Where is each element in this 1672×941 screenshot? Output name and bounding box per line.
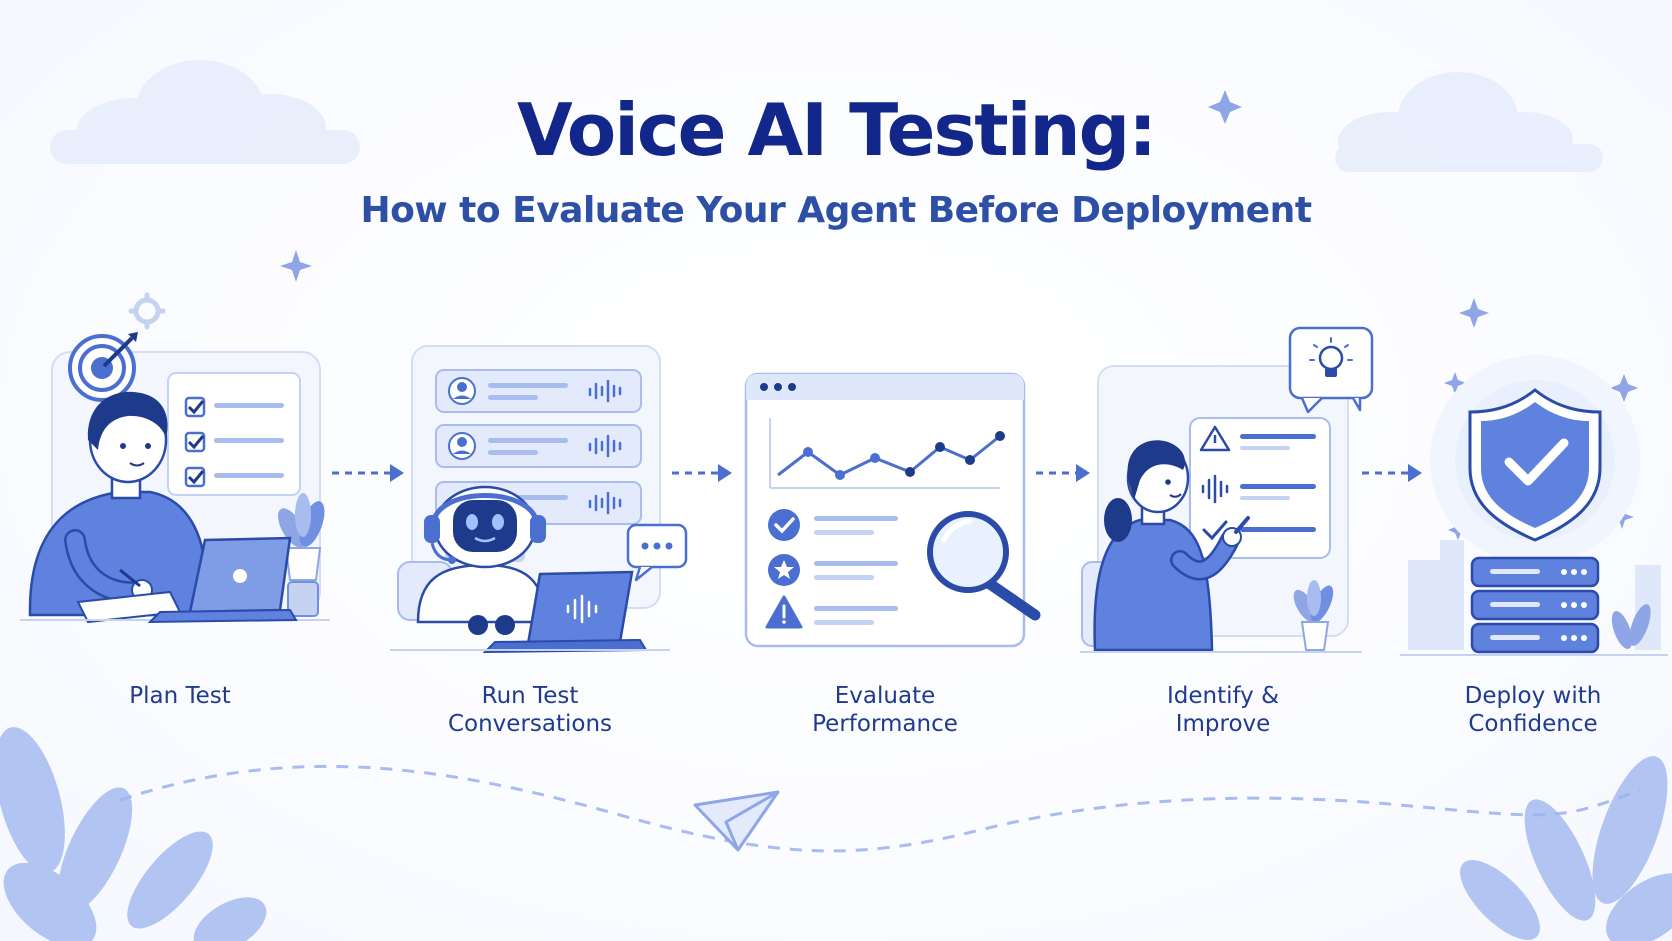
conversation-row	[435, 424, 642, 468]
plant-icon	[1611, 604, 1651, 649]
waveform-icon	[566, 594, 598, 624]
person-improving-icon	[1093, 440, 1250, 652]
target-icon	[68, 332, 138, 402]
leaves-right-icon	[1460, 756, 1672, 941]
flow-arrow-3	[1036, 464, 1090, 482]
step-1-illustration	[20, 292, 330, 624]
gear-icon	[128, 292, 166, 330]
sparkle-icon	[1444, 372, 1466, 394]
plant-icon	[1293, 580, 1334, 651]
plant-icon	[278, 493, 325, 581]
conversation-row	[435, 369, 642, 413]
cloud-left-icon	[50, 60, 360, 164]
cloud-right-icon	[1335, 72, 1603, 172]
step-label-identify: Identify & Improve	[1166, 683, 1280, 737]
analytics-dashboard-icon	[744, 372, 1041, 648]
step-label-evaluate: Evaluate Performance	[812, 683, 958, 737]
check-circle-icon	[768, 509, 800, 541]
waveform-icon	[1201, 474, 1229, 504]
person-planning-icon	[28, 391, 207, 617]
sparkle-icon	[280, 250, 312, 282]
step-label-deploy: Deploy with Confidence	[1464, 683, 1602, 737]
server-stack-icon	[1470, 556, 1600, 654]
step-4-illustration	[1080, 326, 1374, 653]
step-5-illustration	[1400, 355, 1668, 656]
step-label-run-test: Run Test Conversations	[447, 683, 613, 737]
checklist-icon	[167, 372, 301, 496]
trend-line	[777, 434, 1001, 477]
waveform-icon	[588, 379, 622, 403]
warning-triangle-icon	[1199, 425, 1231, 452]
waveform-icon	[588, 491, 622, 515]
check-icon	[1202, 520, 1228, 541]
magnifier-icon	[927, 511, 1041, 621]
flow-arrow-4	[1362, 464, 1422, 482]
sparkle-icon	[1208, 90, 1242, 124]
laptop-icon	[147, 536, 298, 624]
flow-arrow-1	[332, 464, 404, 482]
chat-bubble-icon	[626, 523, 688, 582]
mug-icon	[287, 581, 319, 617]
sparkle-icon	[1610, 374, 1638, 402]
star-circle-icon	[768, 554, 800, 586]
shield-check-icon	[1468, 388, 1602, 542]
dashed-wave-path	[119, 764, 1641, 853]
page-title: Voice AI Testing:	[516, 88, 1157, 172]
step-label-plan-test: Plan Test	[129, 683, 231, 709]
warning-triangle-icon	[765, 595, 803, 629]
sparkle-icon	[1459, 298, 1489, 328]
waveform-icon	[588, 434, 622, 458]
robot-icon	[416, 485, 547, 635]
page-subtitle: How to Evaluate Your Agent Before Deploy…	[360, 190, 1312, 231]
leaves-left-icon	[0, 727, 267, 941]
step-2-illustration	[390, 345, 688, 654]
issue-list-card	[1189, 417, 1331, 559]
flow-arrow-2	[672, 464, 732, 482]
lightbulb-icon	[1288, 326, 1374, 414]
paper-plane-icon	[693, 790, 780, 852]
